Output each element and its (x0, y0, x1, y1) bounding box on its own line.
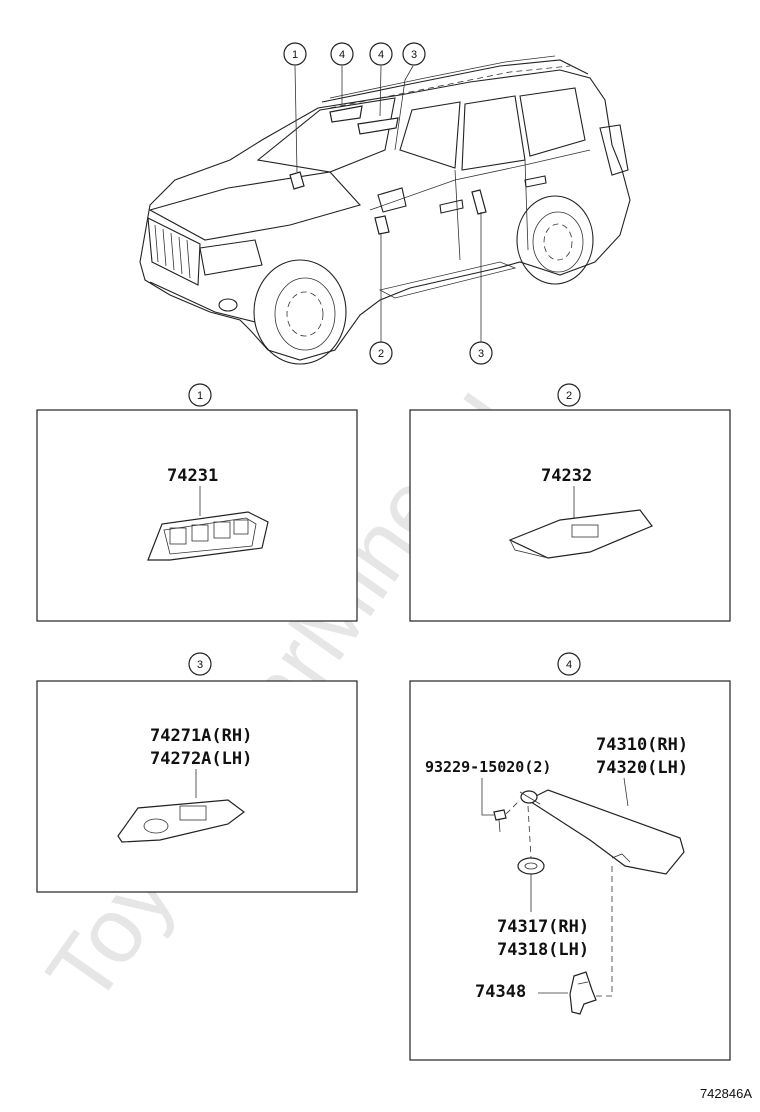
window-switch-base-part (508, 509, 653, 559)
screw-part (493, 799, 521, 833)
svg-text:3: 3 (478, 348, 484, 360)
panel-1: 1 74231 (36, 383, 358, 622)
visor-cover-part (517, 857, 545, 875)
panel-4: 4 93229-15020(2) 74310(RH) 74320(LH) 743… (409, 652, 731, 1061)
part-number-74318-LH: 74318(LH) (497, 940, 589, 960)
svg-text:2: 2 (378, 348, 384, 360)
part-number-74272A-LH: 74272A(LH) (150, 749, 252, 769)
callout-2-bottom: 2 (369, 341, 393, 365)
svg-text:2: 2 (566, 390, 572, 402)
callout-3-bottom: 3 (469, 341, 493, 365)
callout-4-top-right: 4 (369, 42, 393, 66)
window-switch-base-part (147, 511, 269, 561)
svg-text:3: 3 (411, 49, 417, 61)
part-number-74231: 74231 (167, 466, 218, 486)
part-number-74320-LH: 74320(LH) (596, 758, 688, 778)
diagram-reference-id: 742846A (700, 1086, 752, 1101)
sun-visor-part (519, 789, 685, 875)
svg-text:4: 4 (378, 49, 384, 61)
vehicle-illustration (139, 55, 631, 365)
visor-holder-part (569, 971, 597, 1015)
callout-3-top: 3 (402, 42, 426, 66)
part-number-74317-RH: 74317(RH) (497, 917, 589, 937)
part-number-74271A-RH: 74271A(RH) (150, 726, 252, 746)
part-number-93229-15020: 93229-15020(2) (425, 758, 551, 776)
part-number-74232: 74232 (541, 466, 592, 486)
svg-text:3: 3 (197, 659, 203, 671)
window-switch-base-part (117, 799, 245, 843)
part-number-74348: 74348 (475, 982, 526, 1002)
svg-text:1: 1 (197, 390, 203, 402)
callout-1-top: 1 (283, 42, 307, 66)
svg-text:1: 1 (292, 49, 298, 61)
svg-text:4: 4 (566, 659, 572, 671)
callout-4-top-left: 4 (330, 42, 354, 66)
part-number-74310-RH: 74310(RH) (596, 735, 688, 755)
panel-2: 2 74232 (409, 383, 731, 622)
svg-text:4: 4 (339, 49, 345, 61)
panel-3: 3 74271A(RH) 74272A(LH) (36, 652, 358, 893)
